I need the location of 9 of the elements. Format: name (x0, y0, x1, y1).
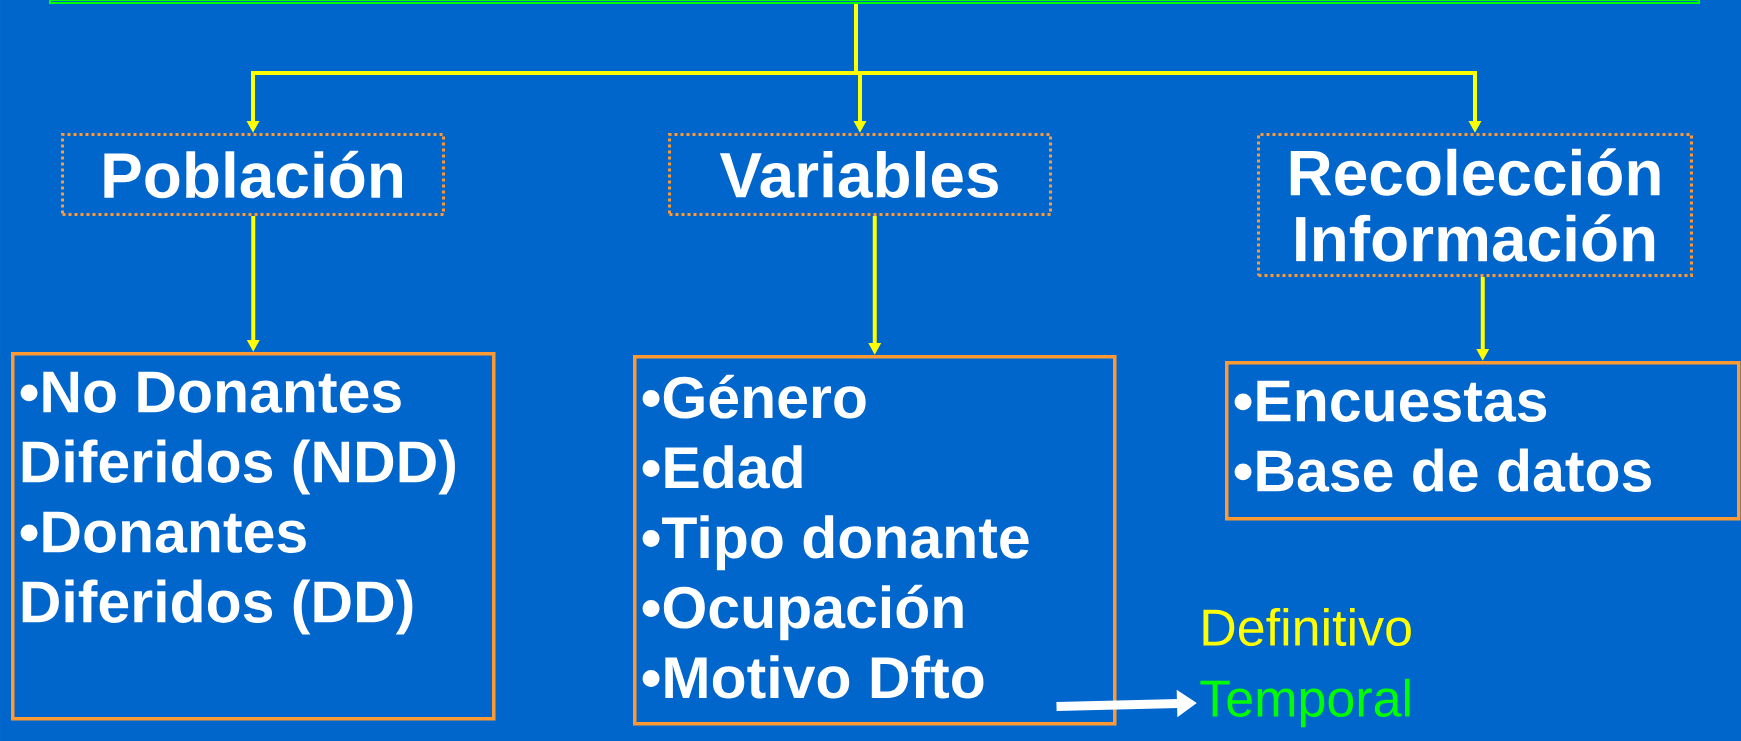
category-box: Población (61, 133, 445, 216)
category-box: Variables (668, 133, 1052, 216)
list-box: •Encuestas •Base de datos (1225, 361, 1741, 521)
list-box: •Género •Edad •Tipo donante •Ocupación •Motivo Dfto (633, 355, 1117, 726)
category-box: Recolección Información (1257, 133, 1693, 277)
list-box: •No Donantes Diferidos (NDD) •Donantes Diferidos (DD) (11, 352, 496, 721)
option-text: Definitivo (1203, 607, 1411, 647)
option-text: Temporal (1200, 678, 1410, 728)
title-box (49, 0, 1700, 4)
